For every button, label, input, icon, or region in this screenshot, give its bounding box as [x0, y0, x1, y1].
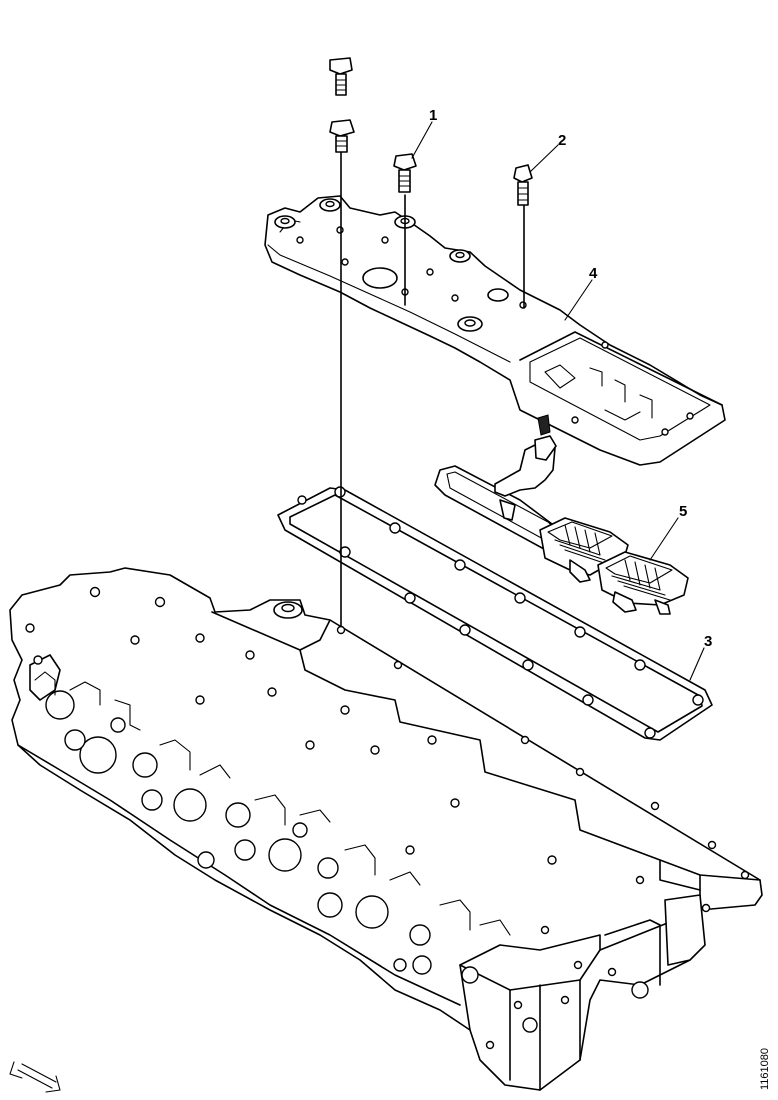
leader-lines [411, 121, 705, 681]
port-openings [29, 654, 479, 984]
port-bosses [34, 671, 511, 936]
top-face-holes [25, 586, 750, 1050]
callout-3: 3 [704, 633, 712, 650]
gasket [277, 486, 713, 741]
reference-code: 1161080 [759, 1048, 771, 1090]
top-boss [273, 601, 303, 619]
callout-4: 4 [589, 265, 598, 282]
cylinder-head [9, 567, 763, 1091]
callout-2: 2 [558, 132, 566, 149]
bolt-item-1 [393, 153, 417, 306]
callout-1: 1 [429, 107, 437, 124]
callout-5: 5 [679, 503, 687, 520]
internal-harness [434, 414, 689, 615]
stud-bolt-left [329, 57, 355, 635]
cover-housing [264, 195, 726, 466]
bolt-item-2 [513, 164, 533, 309]
double-arrow-icon [9, 1061, 61, 1093]
injector-connector-b [597, 551, 689, 615]
